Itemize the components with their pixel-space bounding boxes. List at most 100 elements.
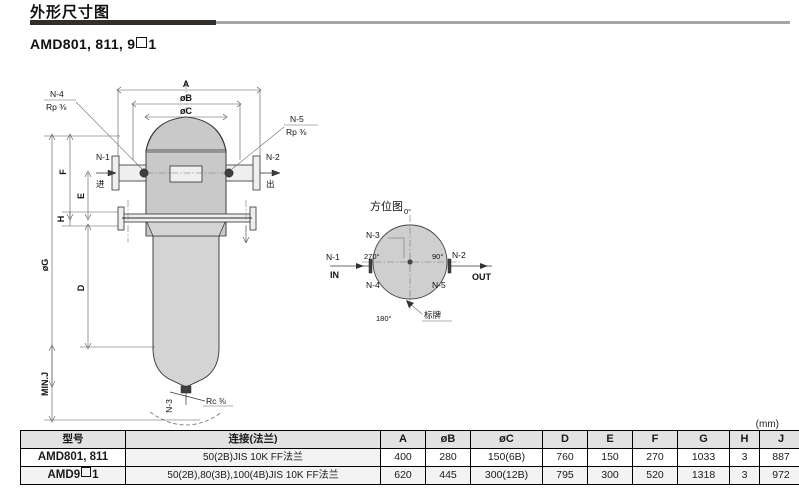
cell-model-suffix: 1 [92, 469, 99, 481]
n2-label: N-2 [266, 152, 280, 162]
orientation-n1-arrow [356, 263, 364, 269]
cell-D: 795 [542, 466, 588, 485]
orientation-n2-flange [447, 258, 452, 274]
orientation-n1-label: N-1 [326, 252, 340, 262]
n1-bolt-detail [139, 168, 149, 178]
dim-E-label: E [76, 193, 86, 199]
cell-model: AMD801, 811 [20, 448, 126, 467]
dim-A-arrows [116, 86, 262, 94]
n1-flow-label: 进 [96, 179, 105, 189]
dim-D-label: D [76, 284, 86, 291]
orientation-0deg-label: 0° [404, 207, 411, 216]
th-E: E [587, 430, 633, 449]
dim-G-label: øG [40, 259, 50, 272]
orientation-n2-flow-label: OUT [472, 272, 492, 282]
n2-flow-label: 出 [266, 179, 275, 189]
th-connection: 连接(法兰) [125, 430, 381, 449]
n5-thread-label: Rp ⅜ [286, 127, 307, 137]
dim-E-arrows [84, 170, 92, 221]
orientation-n2-arrow [480, 263, 488, 269]
th-oC: øC [470, 430, 543, 449]
n1-label: N-1 [96, 152, 110, 162]
th-model: 型号 [20, 430, 126, 449]
dim-J-arrows [48, 344, 56, 423]
model-square-placeholder-icon [136, 37, 148, 48]
cell-model: AMD9 1 [20, 466, 126, 485]
dim-A-label: A [183, 79, 190, 89]
cell-oB: 445 [425, 466, 471, 485]
dim-B-label: øB [180, 93, 192, 103]
title-rule-dark [30, 20, 216, 25]
model-square-placeholder-icon [81, 467, 92, 477]
orientation-center-dot [407, 259, 413, 265]
model-heading-suffix: 1 [148, 36, 157, 52]
cell-E: 300 [587, 466, 633, 485]
cell-F: 270 [632, 448, 678, 467]
th-oB: øB [425, 430, 471, 449]
orientation-n3-label: N-3 [366, 230, 380, 240]
th-J: J [759, 430, 799, 449]
cell-oC: 300(12B) [470, 466, 543, 485]
unit-label: (mm) [755, 419, 779, 430]
cell-E: 150 [587, 448, 633, 467]
vessel-nameplate [169, 165, 203, 183]
cell-F: 520 [632, 466, 678, 485]
orientation-n1-flange [368, 258, 373, 274]
title-rule-light [30, 21, 790, 24]
orientation-nameplate-arrow [406, 300, 414, 308]
n2-flange [252, 155, 261, 191]
th-A: A [380, 430, 426, 449]
dim-D-arrows [84, 223, 92, 350]
n3-label: N-3 [164, 399, 174, 413]
spec-table-wrapper: 型号 连接(法兰) A øB øC D E F G H J AMD801, 81… [20, 430, 799, 485]
cell-model-prefix: AMD9 [47, 469, 81, 481]
orientation-n3-leader [388, 237, 405, 258]
drain-swing-arc [149, 411, 223, 426]
n1-flow-arrow [107, 169, 117, 177]
support-arrow [242, 226, 250, 244]
n3-thread-label: Rc ⅜ [206, 396, 227, 406]
n4-leader [75, 101, 143, 170]
cell-J: 887 [759, 448, 799, 467]
cell-A: 400 [380, 448, 426, 467]
table-header-row: 型号 连接(法兰) A øB øC D E F G H J [20, 430, 799, 449]
n5-callout-label: N-5 [290, 114, 304, 124]
cell-G: 1033 [677, 448, 730, 467]
cell-J: 972 [759, 466, 799, 485]
dimensions-table: 型号 连接(法兰) A øB øC D E F G H J AMD801, 81… [20, 430, 799, 485]
th-H: H [729, 430, 760, 449]
n4-callout-label: N-4 [50, 89, 64, 99]
cell-connection: 50(2B),80(3B),100(4B)JIS 10K FF法兰 [125, 466, 381, 485]
vessel-elevation-drawing: A øB øC øG F E H [0, 60, 560, 426]
cell-H: 3 [729, 448, 760, 467]
dim-C-arrows [144, 113, 228, 121]
cell-oB: 280 [425, 448, 471, 467]
th-G: G [677, 430, 730, 449]
th-D: D [542, 430, 588, 449]
dim-F-label: F [58, 169, 68, 175]
cell-A: 620 [380, 466, 426, 485]
cell-G: 1318 [677, 466, 730, 485]
orientation-figure: 0° 90° 180° 270° N-1 IN N-2 OUT N-3 N-4 … [300, 190, 530, 340]
cell-H: 3 [729, 466, 760, 485]
orientation-n2-label: N-2 [452, 250, 466, 260]
n3-leader [169, 391, 206, 402]
orientation-90deg-label: 90° [432, 252, 443, 261]
model-heading-prefix: AMD801, 811, 9 [30, 36, 136, 52]
n4-thread-label: Rp ⅜ [46, 102, 67, 112]
cell-connection: 50(2B)JIS 10K FF法兰 [125, 448, 381, 467]
model-heading: AMD801, 811, 9 1 [30, 36, 156, 52]
table-row: AMD801, 811 50(2B)JIS 10K FF法兰 400 280 1… [20, 448, 799, 467]
orientation-n5-label: N-5 [432, 280, 446, 290]
dim-B-arrows [131, 100, 242, 108]
cell-D: 760 [542, 448, 588, 467]
orientation-figure-title: 方位图 [370, 201, 403, 213]
dim-C-label: øC [180, 106, 192, 116]
orientation-n4-label: N-4 [366, 280, 380, 290]
n5-leader [231, 126, 285, 170]
orientation-270deg-label: 270° [364, 252, 380, 261]
orientation-nameplate-label: 标牌 [424, 310, 442, 320]
dim-H-label: H [56, 216, 66, 223]
